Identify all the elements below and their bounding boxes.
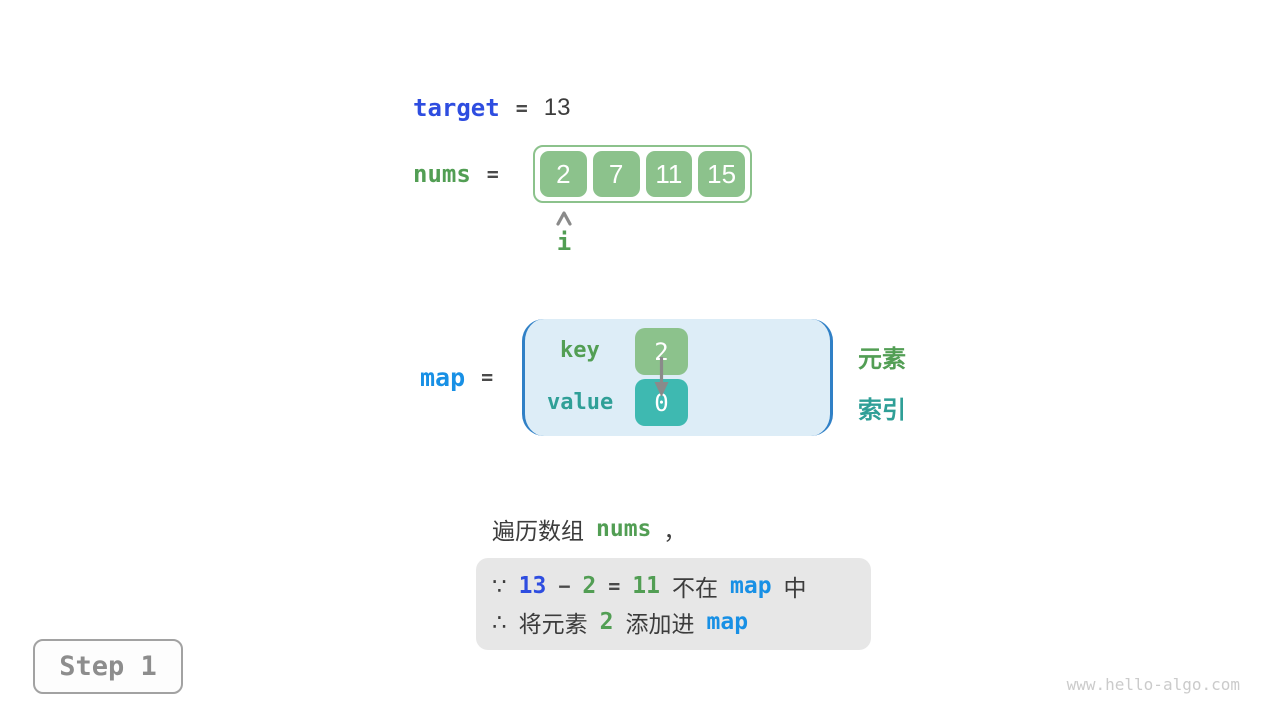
token: 2 <box>599 609 614 635</box>
token: = <box>608 574 621 598</box>
token: map <box>706 609 749 635</box>
target-label: target <box>413 94 500 122</box>
token: 遍历数组 <box>492 518 584 544</box>
note-line-2: ∴ 将元素 2 添加进 map <box>492 604 871 640</box>
array-cell: 2 <box>540 151 587 197</box>
token: 将元素 <box>518 611 588 637</box>
map-equals: = <box>481 365 494 389</box>
index-pointer-label: i <box>556 228 572 256</box>
token: 不在 <box>672 575 718 601</box>
map-expression: map = <box>420 362 509 392</box>
key-to-value-arrow-icon <box>654 357 669 397</box>
token: 添加进 <box>625 611 695 637</box>
target-expression: target = 13 <box>413 93 570 123</box>
array-cell: 15 <box>698 151 745 197</box>
nums-expression: nums = <box>413 159 515 189</box>
token: − <box>558 574 571 598</box>
array-cell: 11 <box>645 151 693 197</box>
token: ∵ <box>492 572 507 599</box>
watermark: www.hello-algo.com <box>1066 675 1240 694</box>
note-line-1: ∵ 13−2 = 11 不在 map 中 <box>492 568 871 604</box>
step-badge: Step 1 <box>33 639 183 694</box>
token: nums <box>596 516 652 542</box>
index-pointer-arrow-icon <box>556 211 572 226</box>
index-legend-label: 索引 <box>858 397 906 424</box>
token: ， <box>663 518 687 544</box>
token: map <box>730 573 772 599</box>
element-legend-label: 元素 <box>858 346 906 373</box>
token: ∴ <box>492 608 507 635</box>
array-cell: 7 <box>592 151 640 197</box>
target-equals: = <box>515 96 528 120</box>
map-value-label: value <box>547 390 614 415</box>
map-label: map <box>420 362 466 392</box>
token: 11 <box>632 573 660 599</box>
map-container: key 2 value 0 <box>522 319 833 436</box>
target-value: 13 <box>543 94 571 121</box>
token: 2 <box>582 573 597 599</box>
token: 中 <box>783 575 807 601</box>
nums-label: nums <box>413 160 471 188</box>
map-key-label: key <box>560 338 600 363</box>
token: 13 <box>518 573 547 599</box>
caption-line: 遍历数组 nums ， <box>492 512 686 546</box>
nums-equals: = <box>486 162 499 186</box>
